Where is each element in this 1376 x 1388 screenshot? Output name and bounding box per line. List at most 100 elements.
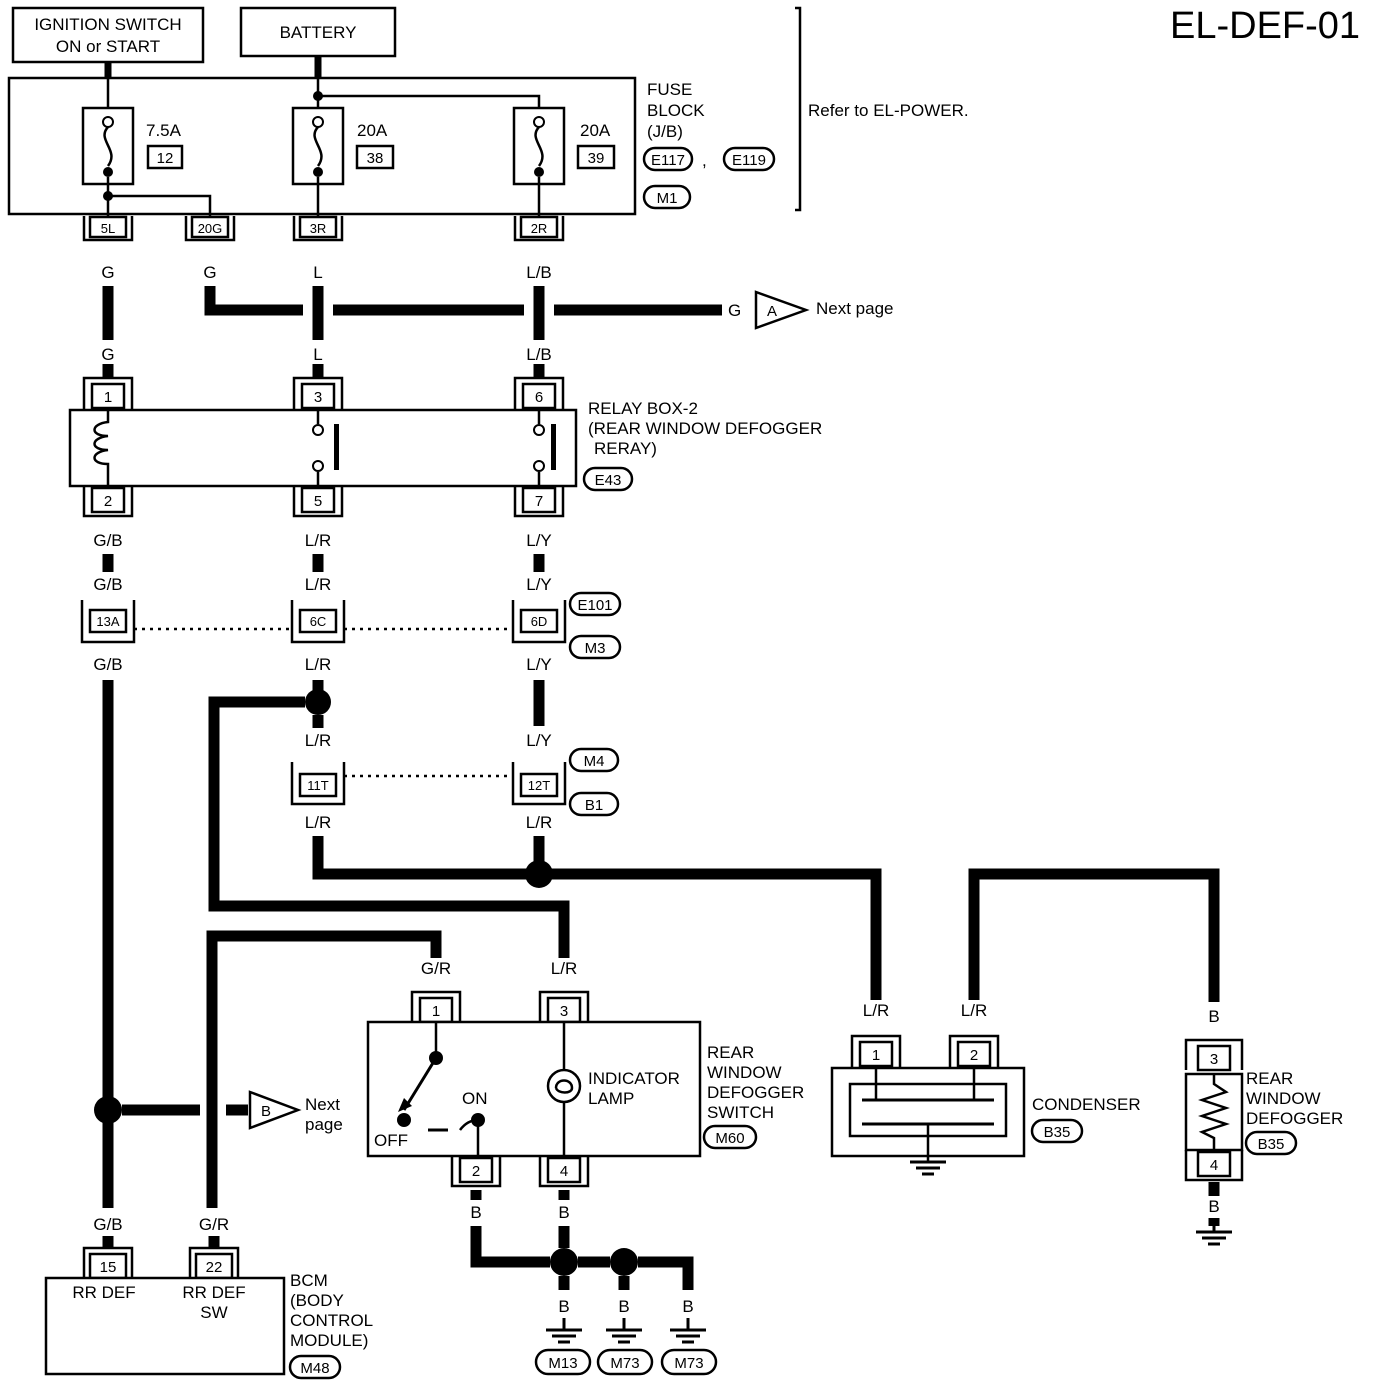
svg-text:11T: 11T [307, 778, 328, 793]
junction-ground-1 [550, 1248, 578, 1276]
wire-label-gr-2: G/R [199, 1215, 229, 1234]
connector-tag-e119: E119 [722, 146, 776, 172]
bcm: 15 22 RR DEF RR DEF SW [44, 1246, 286, 1376]
junction-ground-2 [610, 1248, 638, 1276]
svg-text:4: 4 [560, 1163, 568, 1180]
svg-text:3: 3 [1210, 1051, 1218, 1068]
svg-text:6: 6 [535, 389, 543, 406]
bcm-rr-def: RR DEF [72, 1283, 135, 1302]
wire-label-l-2: L [313, 345, 322, 364]
svg-text:5L: 5L [101, 221, 115, 236]
svg-text:15: 15 [100, 1259, 117, 1276]
wire-label-gr-1: G/R [421, 959, 451, 978]
relay-name-1: RELAY BOX-2 [588, 399, 698, 418]
svg-text:M4: M4 [584, 753, 605, 770]
ground-symbol-defogger [1196, 1226, 1232, 1246]
wire-label-lr-5: L/R [305, 813, 331, 832]
next-page-b-arrow: B [248, 1090, 302, 1130]
connector-tag-e117: E117 [642, 146, 694, 172]
terminal-20g: 20G [184, 215, 236, 242]
connector-tag-m3: M3 [568, 634, 622, 660]
wire-label-ly-2: L/Y [526, 575, 552, 594]
wire-label-lr-6: L/R [526, 813, 552, 832]
connector-tag-m60: M60 [702, 1124, 758, 1150]
svg-text:M3: M3 [585, 640, 606, 657]
svg-text:20G: 20G [198, 221, 223, 236]
condenser: 1 2 [830, 1034, 1026, 1176]
svg-text:E117: E117 [651, 152, 685, 169]
fuse-block-name-1: FUSE [647, 80, 692, 99]
svg-text:M73: M73 [610, 1355, 639, 1372]
diagram-title: EL-DEF-01 [1170, 5, 1360, 47]
svg-text:2: 2 [970, 1047, 978, 1064]
wire-label-lb-2: L/B [526, 345, 552, 364]
svg-text:12T: 12T [528, 778, 550, 793]
connector-tag-m48: M48 [288, 1354, 342, 1380]
wire-gr-bcm-switch [206, 930, 442, 1208]
svg-text:4: 4 [1210, 1157, 1218, 1174]
svg-text:2R: 2R [531, 221, 548, 236]
joint-connector-upper: 13A 6C 6D [80, 600, 567, 644]
fuse-39-number: 39 [588, 150, 605, 167]
fuse-block-name-3: (J/B) [647, 122, 683, 141]
wire-label-gb-1: G/B [93, 531, 122, 550]
ignition-label-2: ON or START [56, 37, 160, 56]
bcm-rr-def-sw-1: RR DEF [182, 1283, 245, 1302]
wire-label-g-next: G [728, 301, 741, 320]
svg-text:5: 5 [314, 493, 322, 510]
wire-label-lr-4: L/R [305, 731, 331, 750]
ground-symbol-m73-1: M73 [596, 1318, 654, 1376]
heater-element [1198, 1074, 1230, 1150]
svg-text:1: 1 [432, 1003, 440, 1020]
switch-on-label: ON [462, 1089, 488, 1108]
svg-text:6D: 6D [531, 614, 548, 629]
wire-lr-to-switch [208, 696, 570, 958]
next-page-b-text-1: Next [305, 1095, 340, 1114]
joint-connector-lower: 11T 12T [290, 762, 567, 806]
wire-label-lr-7: L/R [551, 959, 577, 978]
relay-name-2: (REAR WINDOW DEFOGGER [588, 419, 822, 438]
wire-lr-to-condenser [312, 836, 882, 1000]
wire-label-b-6: B [1208, 1007, 1219, 1026]
ground-symbol-m73-2: M73 [660, 1318, 718, 1376]
defogger-name-1: REAR [1246, 1069, 1293, 1088]
next-page-b-text-2: page [305, 1115, 343, 1134]
connector-tag-b1: B1 [568, 791, 620, 817]
terminal-2r: 2R [513, 215, 565, 242]
junction-lr-upper [305, 689, 331, 715]
wire-lr-condenser-defogger [968, 868, 1220, 1002]
connector-tag-e43: E43 [582, 466, 634, 492]
wire-label-gb-4: G/B [93, 1215, 122, 1234]
indicator-lamp-label-1: INDICATOR [588, 1069, 680, 1088]
svg-text:7: 7 [535, 493, 543, 510]
defogger-name-2: WINDOW [1246, 1089, 1321, 1108]
svg-text:1: 1 [872, 1047, 880, 1064]
refer-text: Refer to EL-POWER. [808, 101, 969, 120]
wire-g-branch-a [204, 286, 303, 316]
switch-name-3: DEFOGGER [707, 1083, 804, 1102]
connector-tag-m4: M4 [568, 747, 620, 773]
wire-label-gb-3: G/B [93, 655, 122, 674]
terminal-5l: 5L [82, 215, 134, 242]
fuse-39-rating: 20A [580, 121, 611, 140]
connector-tag-e101: E101 [568, 591, 622, 617]
bcm-name-3: CONTROL [290, 1311, 373, 1330]
svg-text:2: 2 [472, 1163, 480, 1180]
wire-label-lb-1: L/B [526, 263, 552, 282]
battery-box: BATTERY [239, 6, 397, 58]
relay-name-3: RERAY) [594, 439, 657, 458]
bcm-name-1: BCM [290, 1271, 328, 1290]
ignition-label-1: IGNITION SWITCH [34, 15, 181, 34]
wire-label-lr-3: L/R [305, 655, 331, 674]
wire-b-ground [470, 1226, 550, 1268]
switch-off-label: OFF [374, 1131, 408, 1150]
terminal-3r: 3R [292, 215, 344, 242]
wire-label-b-5: B [682, 1297, 693, 1316]
connector-tag-b35-condenser: B35 [1030, 1118, 1084, 1144]
wire-label-g-3: G [101, 345, 114, 364]
svg-text:M48: M48 [300, 1360, 329, 1377]
wire-label-ly-1: L/Y [526, 531, 552, 550]
wire-label-b-1: B [470, 1203, 481, 1222]
wire-label-b-4: B [618, 1297, 629, 1316]
